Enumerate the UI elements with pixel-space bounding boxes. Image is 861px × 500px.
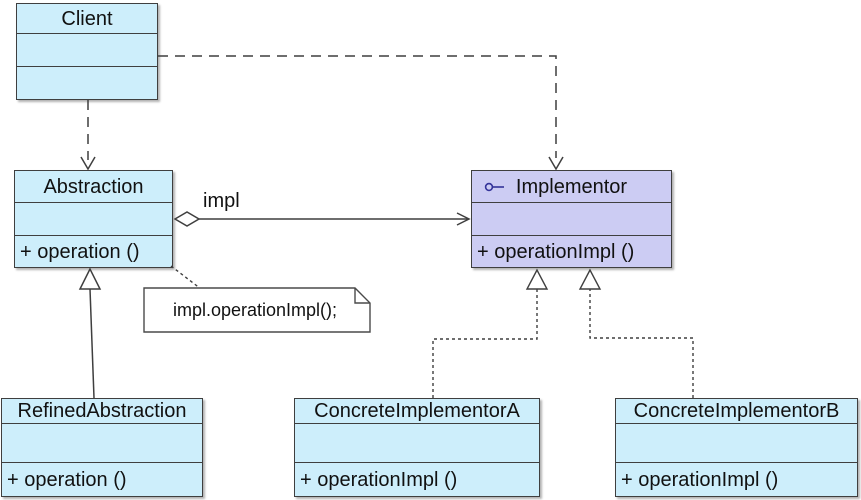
class-concrete-implementor-b-operations-compartment: + operationImpl (): [616, 463, 857, 496]
class-concrete-implementor-b: ConcreteImplementorB + operationImpl (): [615, 398, 858, 497]
class-concrete-implementor-b-attributes-compartment: [616, 424, 857, 463]
class-concrete-implementor-b-title: ConcreteImplementorB: [616, 399, 857, 424]
operation-text: + operationImpl (): [621, 468, 779, 491]
class-abstraction-attributes-compartment: [15, 203, 172, 236]
realization-concrete-a-to-implementor: [432, 268, 549, 398]
dependency-client-to-implementor: [158, 55, 564, 171]
class-refined-abstraction: RefinedAbstraction + operation (): [1, 398, 203, 497]
class-refined-abstraction-title: RefinedAbstraction: [2, 399, 202, 424]
note-text: impl.operationImpl();: [172, 300, 338, 320]
dependency-client-to-abstraction: [80, 100, 96, 171]
interface-implementor-attributes-compartment: [472, 203, 671, 236]
class-client-attributes-compartment: [17, 34, 157, 67]
interface-implementor-operations-compartment: + operationImpl (): [472, 236, 671, 267]
class-refined-abstraction-operations-compartment: + operation (): [2, 463, 202, 496]
class-concrete-implementor-a-attributes-compartment: [295, 424, 539, 463]
operation-text: + operationImpl (): [477, 240, 635, 263]
interface-implementor: Implementor + operationImpl (): [471, 170, 672, 268]
note-anchor-line: [170, 265, 202, 290]
class-abstraction-operations-compartment: + operation (): [15, 236, 172, 267]
class-refined-abstraction-attributes-compartment: [2, 424, 202, 463]
generalization-refined-to-abstraction: [78, 267, 102, 399]
realization-concrete-b-to-implementor: [578, 268, 694, 398]
class-concrete-implementor-a-operations-compartment: + operationImpl (): [295, 463, 539, 496]
class-client-operations-compartment: [17, 67, 157, 99]
interface-name: Implementor: [515, 175, 628, 198]
aggregation-abstraction-to-implementor: [173, 211, 471, 227]
interface-implementor-title: Implementor: [472, 171, 671, 203]
class-client-title: Client: [17, 4, 157, 34]
operation-text: + operationImpl (): [300, 468, 458, 491]
operation-text: + operation (): [7, 468, 127, 491]
class-abstraction-title: Abstraction: [15, 171, 172, 203]
operation-text: + operation (): [20, 240, 140, 263]
class-client: Client: [16, 3, 158, 100]
aggregation-role-label: impl: [203, 190, 240, 212]
interface-lollipop-icon: [484, 182, 504, 191]
class-concrete-implementor-a-title: ConcreteImplementorA: [295, 399, 539, 424]
class-abstraction: Abstraction + operation (): [14, 170, 173, 268]
class-concrete-implementor-a: ConcreteImplementorA + operationImpl (): [294, 398, 540, 497]
